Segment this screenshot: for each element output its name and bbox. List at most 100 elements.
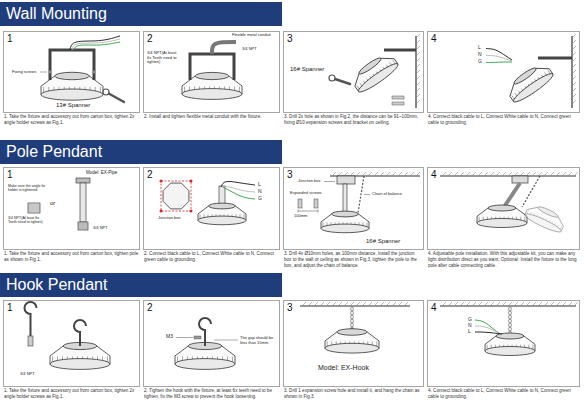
flexible-conduit — [212, 42, 236, 54]
wall-hatch — [416, 70, 420, 74]
thread — [78, 224, 88, 225]
m3-screw — [194, 336, 201, 339]
lamp-lens — [175, 359, 235, 370]
cable — [221, 181, 255, 187]
ceiling-hatch — [308, 302, 312, 306]
pole-fitting — [76, 178, 90, 183]
step-caption: 4. Connect black cable to L, Connect Whi… — [428, 388, 579, 400]
chain-link — [509, 327, 512, 331]
cable — [475, 326, 501, 334]
ceiling-hatch — [374, 302, 378, 306]
wall-hatch — [572, 82, 576, 86]
ceiling-hatch — [502, 172, 506, 176]
screw — [92, 70, 95, 73]
wall-figure-3 — [329, 34, 420, 108]
callout-label: L — [468, 329, 471, 335]
section-band: Hook Pendant — [0, 273, 282, 297]
callout-label: Junction box — [158, 216, 180, 221]
lamp-figure — [175, 342, 235, 369]
ceiling-hatch — [574, 172, 578, 176]
step-number: 4 — [431, 302, 437, 313]
step-panel: 11. Take the fixture and accessory out f… — [3, 167, 140, 250]
lamp-top — [537, 205, 559, 219]
chain-link — [351, 319, 354, 323]
hook-thread — [28, 336, 33, 346]
lamp-top — [195, 72, 229, 79]
ceiling-hatch — [344, 172, 348, 176]
step-number: 3 — [287, 169, 293, 180]
cable — [486, 49, 512, 61]
thread — [28, 209, 40, 210]
callout-label: G — [478, 59, 482, 65]
callout-label: G — [468, 317, 472, 323]
mounting-hole — [160, 210, 163, 213]
ceiling-hatch — [484, 302, 488, 306]
callout-label: L — [478, 45, 481, 51]
ceiling-hatch — [514, 172, 518, 176]
step-caption: 3. Drill 4x Ø10mm holes, as 100mm distan… — [284, 251, 423, 268]
step-caption: 4. Adjustable pole installation. With th… — [428, 251, 579, 268]
ceiling-hatch — [508, 172, 512, 176]
ceiling-hatch — [410, 172, 414, 176]
ceiling-hatch — [472, 302, 476, 306]
ceiling-hatch — [386, 172, 390, 176]
chain-link — [509, 319, 512, 323]
wall-hatch — [416, 58, 420, 62]
step-panel: 44. Adjustable pole installation. With t… — [427, 167, 580, 250]
hook-figure-2 — [175, 318, 238, 369]
ceiling-hatch — [550, 172, 554, 176]
lamp-lens — [477, 219, 527, 228]
lamp-figure — [349, 50, 401, 95]
lamp-figure — [50, 342, 110, 369]
lamp-figure — [321, 211, 369, 233]
step-caption: 2. Install and tighten flexible metal co… — [144, 114, 279, 120]
thread — [78, 228, 88, 229]
ceiling-hatch — [550, 302, 554, 306]
step-number: 1 — [7, 302, 13, 313]
pole-figure-3 — [298, 172, 420, 233]
callout-label: 100mm — [294, 214, 307, 219]
adjustable-pole — [504, 183, 520, 207]
lamp-top — [55, 72, 90, 79]
tilted-lamp — [504, 60, 556, 105]
cable — [70, 36, 120, 50]
callout-label: 16# Spanner — [366, 238, 400, 245]
cable — [486, 62, 512, 64]
pipe-nipple — [28, 203, 40, 213]
ceiling-hatch — [520, 172, 524, 176]
ceiling-hatch — [574, 302, 578, 306]
lamp-top — [512, 66, 537, 86]
spanner-head — [329, 75, 335, 81]
ceiling-hatch — [314, 302, 318, 306]
junction-box — [512, 176, 528, 183]
leader-line — [364, 194, 370, 195]
cable — [72, 39, 120, 50]
step-number: 3 — [287, 33, 293, 44]
wall-hatch — [572, 76, 576, 80]
ceiling-hatch — [538, 172, 542, 176]
ceiling-hatch — [490, 172, 494, 176]
step-panel: 22. Install and tighten flexible metal c… — [143, 31, 280, 113]
lamp-top — [357, 56, 382, 76]
chain-link — [351, 307, 354, 311]
step-panel: 33. Drill 1 expansion screw hole and ins… — [283, 300, 424, 387]
hook — [74, 320, 86, 346]
lamp-lens — [321, 224, 369, 233]
ceiling-hatch — [544, 172, 548, 176]
pole — [80, 183, 86, 222]
tilted-lamp — [349, 50, 401, 95]
callout-label: L — [258, 182, 261, 188]
angle-bracket — [50, 50, 94, 80]
ceiling-hatch — [398, 302, 402, 306]
ceiling-hatch — [362, 302, 366, 306]
ceiling-hatch — [514, 302, 518, 306]
ceiling-hatch — [454, 302, 458, 306]
callout-label: N — [258, 189, 262, 195]
junction-box — [163, 183, 189, 209]
wall-hatch — [572, 94, 576, 98]
step-number: 2 — [147, 302, 153, 313]
step-caption: 3. Drill 2x hole as shown in Fig.2, the … — [284, 114, 423, 126]
lamp-lens — [511, 70, 555, 105]
callout-label: 3/4 NPT(At least 6x Teeth need to tighte… — [147, 51, 181, 65]
